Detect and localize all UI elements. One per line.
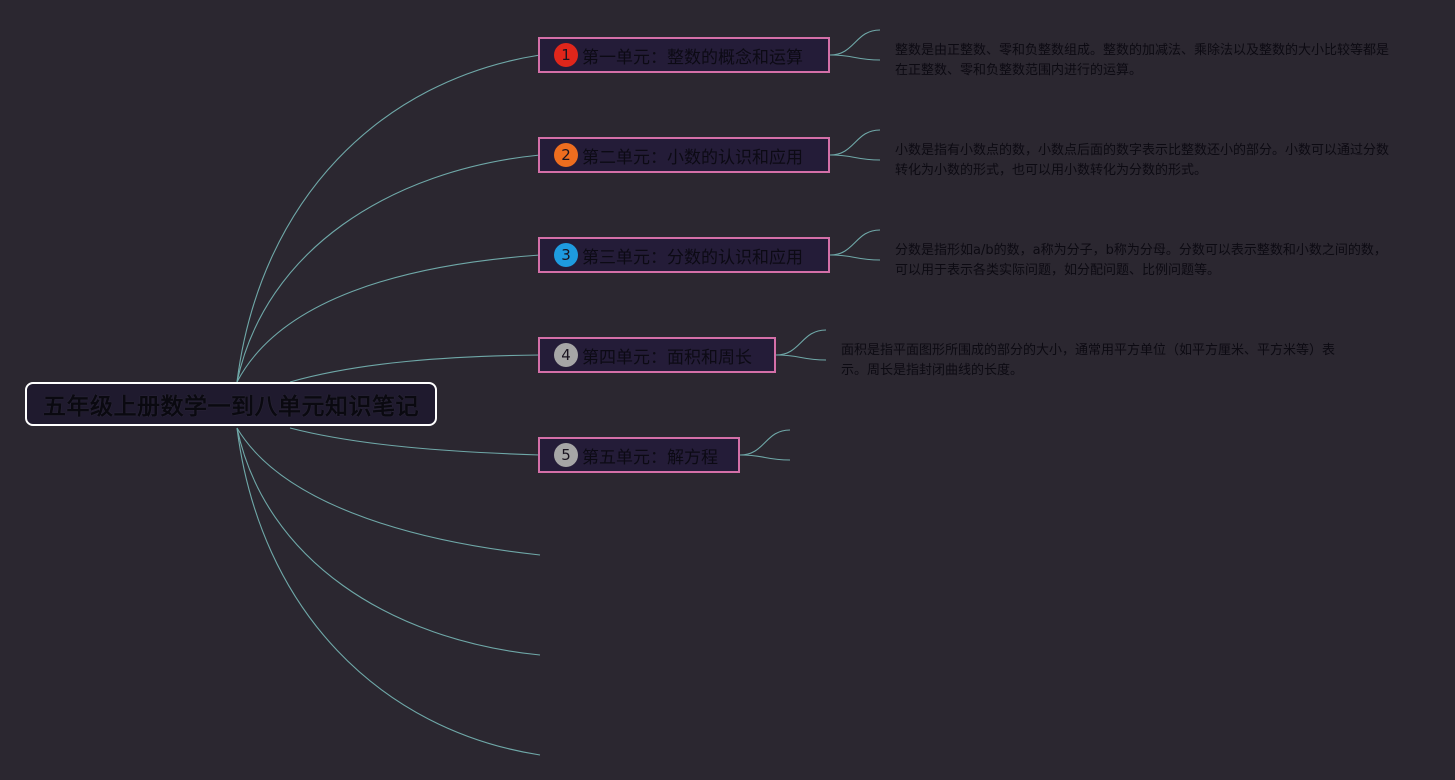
connector-root-unit-7 <box>236 427 541 656</box>
unit-note-4: 面积是指平面图形所围成的部分的大小，通常用平方单位（如平方厘米、平方米等）表示。… <box>841 343 1336 378</box>
unit-topic-label: 第二单元：小数的认识和应用 <box>582 147 803 168</box>
unit-topic-label: 第三单元：分数的认识和应用 <box>582 247 803 268</box>
unit-topic-4[interactable]: 4 第四单元：面积和周长 <box>538 337 776 373</box>
number-badge-icon: 4 <box>554 343 578 367</box>
bracket-unit-5 <box>739 429 791 456</box>
unit-note-3: 分数是指形如a/b的数，a称为分子，b称为分母。分数可以表示整数和小数之间的数，… <box>895 243 1387 278</box>
bracket-unit-4 <box>775 329 827 356</box>
bracket-unit-1-b <box>829 54 881 61</box>
bracket-unit-4-b <box>775 354 827 361</box>
unit-topic-label: 第五单元：解方程 <box>582 447 718 468</box>
number-badge-icon: 1 <box>554 43 578 67</box>
bracket-unit-1 <box>829 29 881 56</box>
unit-note-2: 小数是指有小数点的数，小数点后面的数字表示比整数还小的部分。小数可以通过分数转化… <box>895 143 1390 178</box>
unit-topic-1[interactable]: 1 第一单元：整数的概念和运算 <box>538 37 830 73</box>
unit-topic-label: 第四单元：面积和周长 <box>582 347 752 368</box>
unit-topic-2[interactable]: 2 第二单元：小数的认识和应用 <box>538 137 830 173</box>
connector-root-unit-1 <box>236 54 541 383</box>
connector-root-unit-2 <box>236 154 541 383</box>
connector-root-unit-6 <box>236 427 541 556</box>
number-badge-icon: 2 <box>554 143 578 167</box>
root-topic[interactable]: 五年级上册数学一到八单元知识笔记 <box>25 382 437 426</box>
connector-root-unit-3 <box>236 254 541 383</box>
bracket-unit-2-b <box>829 154 881 161</box>
bracket-unit-3-b <box>829 254 881 261</box>
connector-root-unit-5 <box>289 427 541 456</box>
bracket-unit-2 <box>829 129 881 156</box>
unit-topic-5[interactable]: 5 第五单元：解方程 <box>538 437 740 473</box>
bracket-unit-3 <box>829 229 881 256</box>
connector-root-unit-4 <box>289 354 541 383</box>
unit-topic-3[interactable]: 3 第三单元：分数的认识和应用 <box>538 237 830 273</box>
number-badge-icon: 5 <box>554 443 578 467</box>
unit-note-1: 整数是由正整数、零和负整数组成。整数的加减法、乘除法以及整数的大小比较等都是在正… <box>895 43 1390 78</box>
unit-topic-label: 第一单元：整数的概念和运算 <box>582 47 803 68</box>
bracket-unit-5-b <box>739 454 791 461</box>
number-badge-icon: 3 <box>554 243 578 267</box>
connector-root-unit-8 <box>236 427 541 756</box>
root-topic-label: 五年级上册数学一到八单元知识笔记 <box>43 394 419 420</box>
